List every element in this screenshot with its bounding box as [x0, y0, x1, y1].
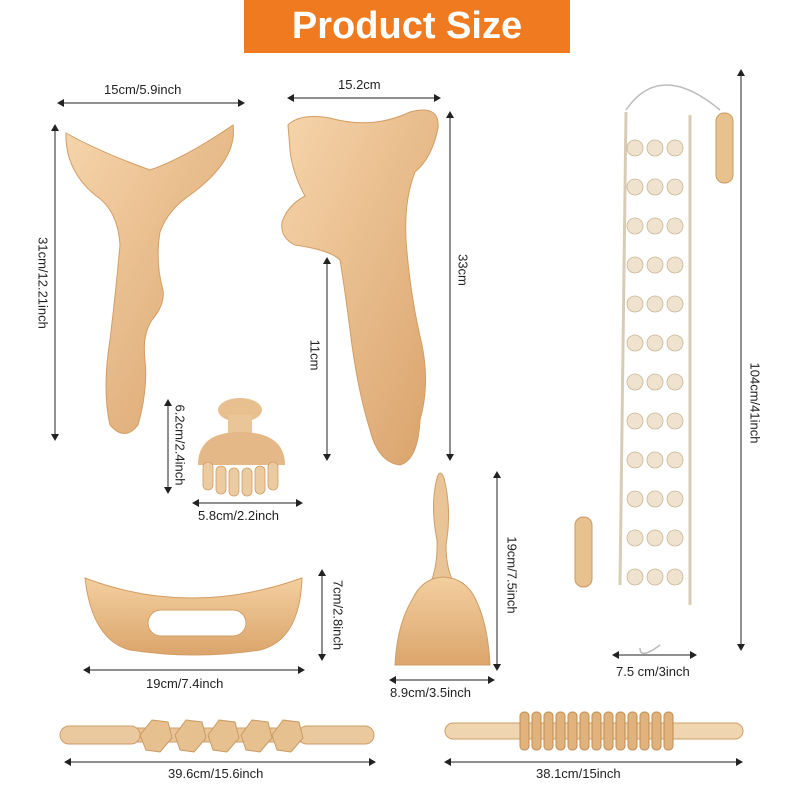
- swedish-cup-image: [394, 472, 491, 666]
- dimension-lines: [51, 69, 745, 766]
- mushroom-width-label: 5.8cm/2.2inch: [198, 508, 279, 523]
- curved-board-width-label: 19cm/7.4inch: [146, 676, 224, 691]
- gua-sha-width-label: 15.2cm: [338, 77, 381, 92]
- mushroom-massager-image: [198, 398, 285, 497]
- belt-width-label: 7.5 cm/3inch: [616, 664, 690, 679]
- cup-height-label: 19cm/7.5inch: [504, 536, 520, 614]
- curved-board-height-label: 7cm/2.8inch: [330, 579, 346, 651]
- bead-belt-roller-image: [574, 84, 734, 654]
- gear-stick-roller-image: [444, 711, 744, 751]
- v-board-height-label: 31cm/12.21inch: [35, 237, 51, 329]
- cup-width-label: 8.9cm/3.5inch: [390, 685, 471, 700]
- mushroom-height-label: 6.2cm/2.4inch: [172, 404, 188, 486]
- gua-sha-board-image: [281, 109, 439, 466]
- gear-stick-length-label: 38.1cm/15inch: [536, 766, 621, 781]
- belt-length-label: 104cm/41inch: [747, 362, 763, 444]
- gua-sha-height-label: 33cm: [455, 254, 471, 286]
- v-shaped-board-image: [65, 124, 234, 434]
- product-size-banner: Product Size: [244, 0, 570, 53]
- gua-sha-handle-label: 11cm: [307, 339, 323, 371]
- curved-handle-board-image: [84, 577, 303, 656]
- v-board-width-label: 15cm/5.9inch: [104, 82, 182, 97]
- beaded-stick-roller-image: [59, 719, 375, 753]
- beaded-stick-length-label: 39.6cm/15.6inch: [168, 766, 264, 781]
